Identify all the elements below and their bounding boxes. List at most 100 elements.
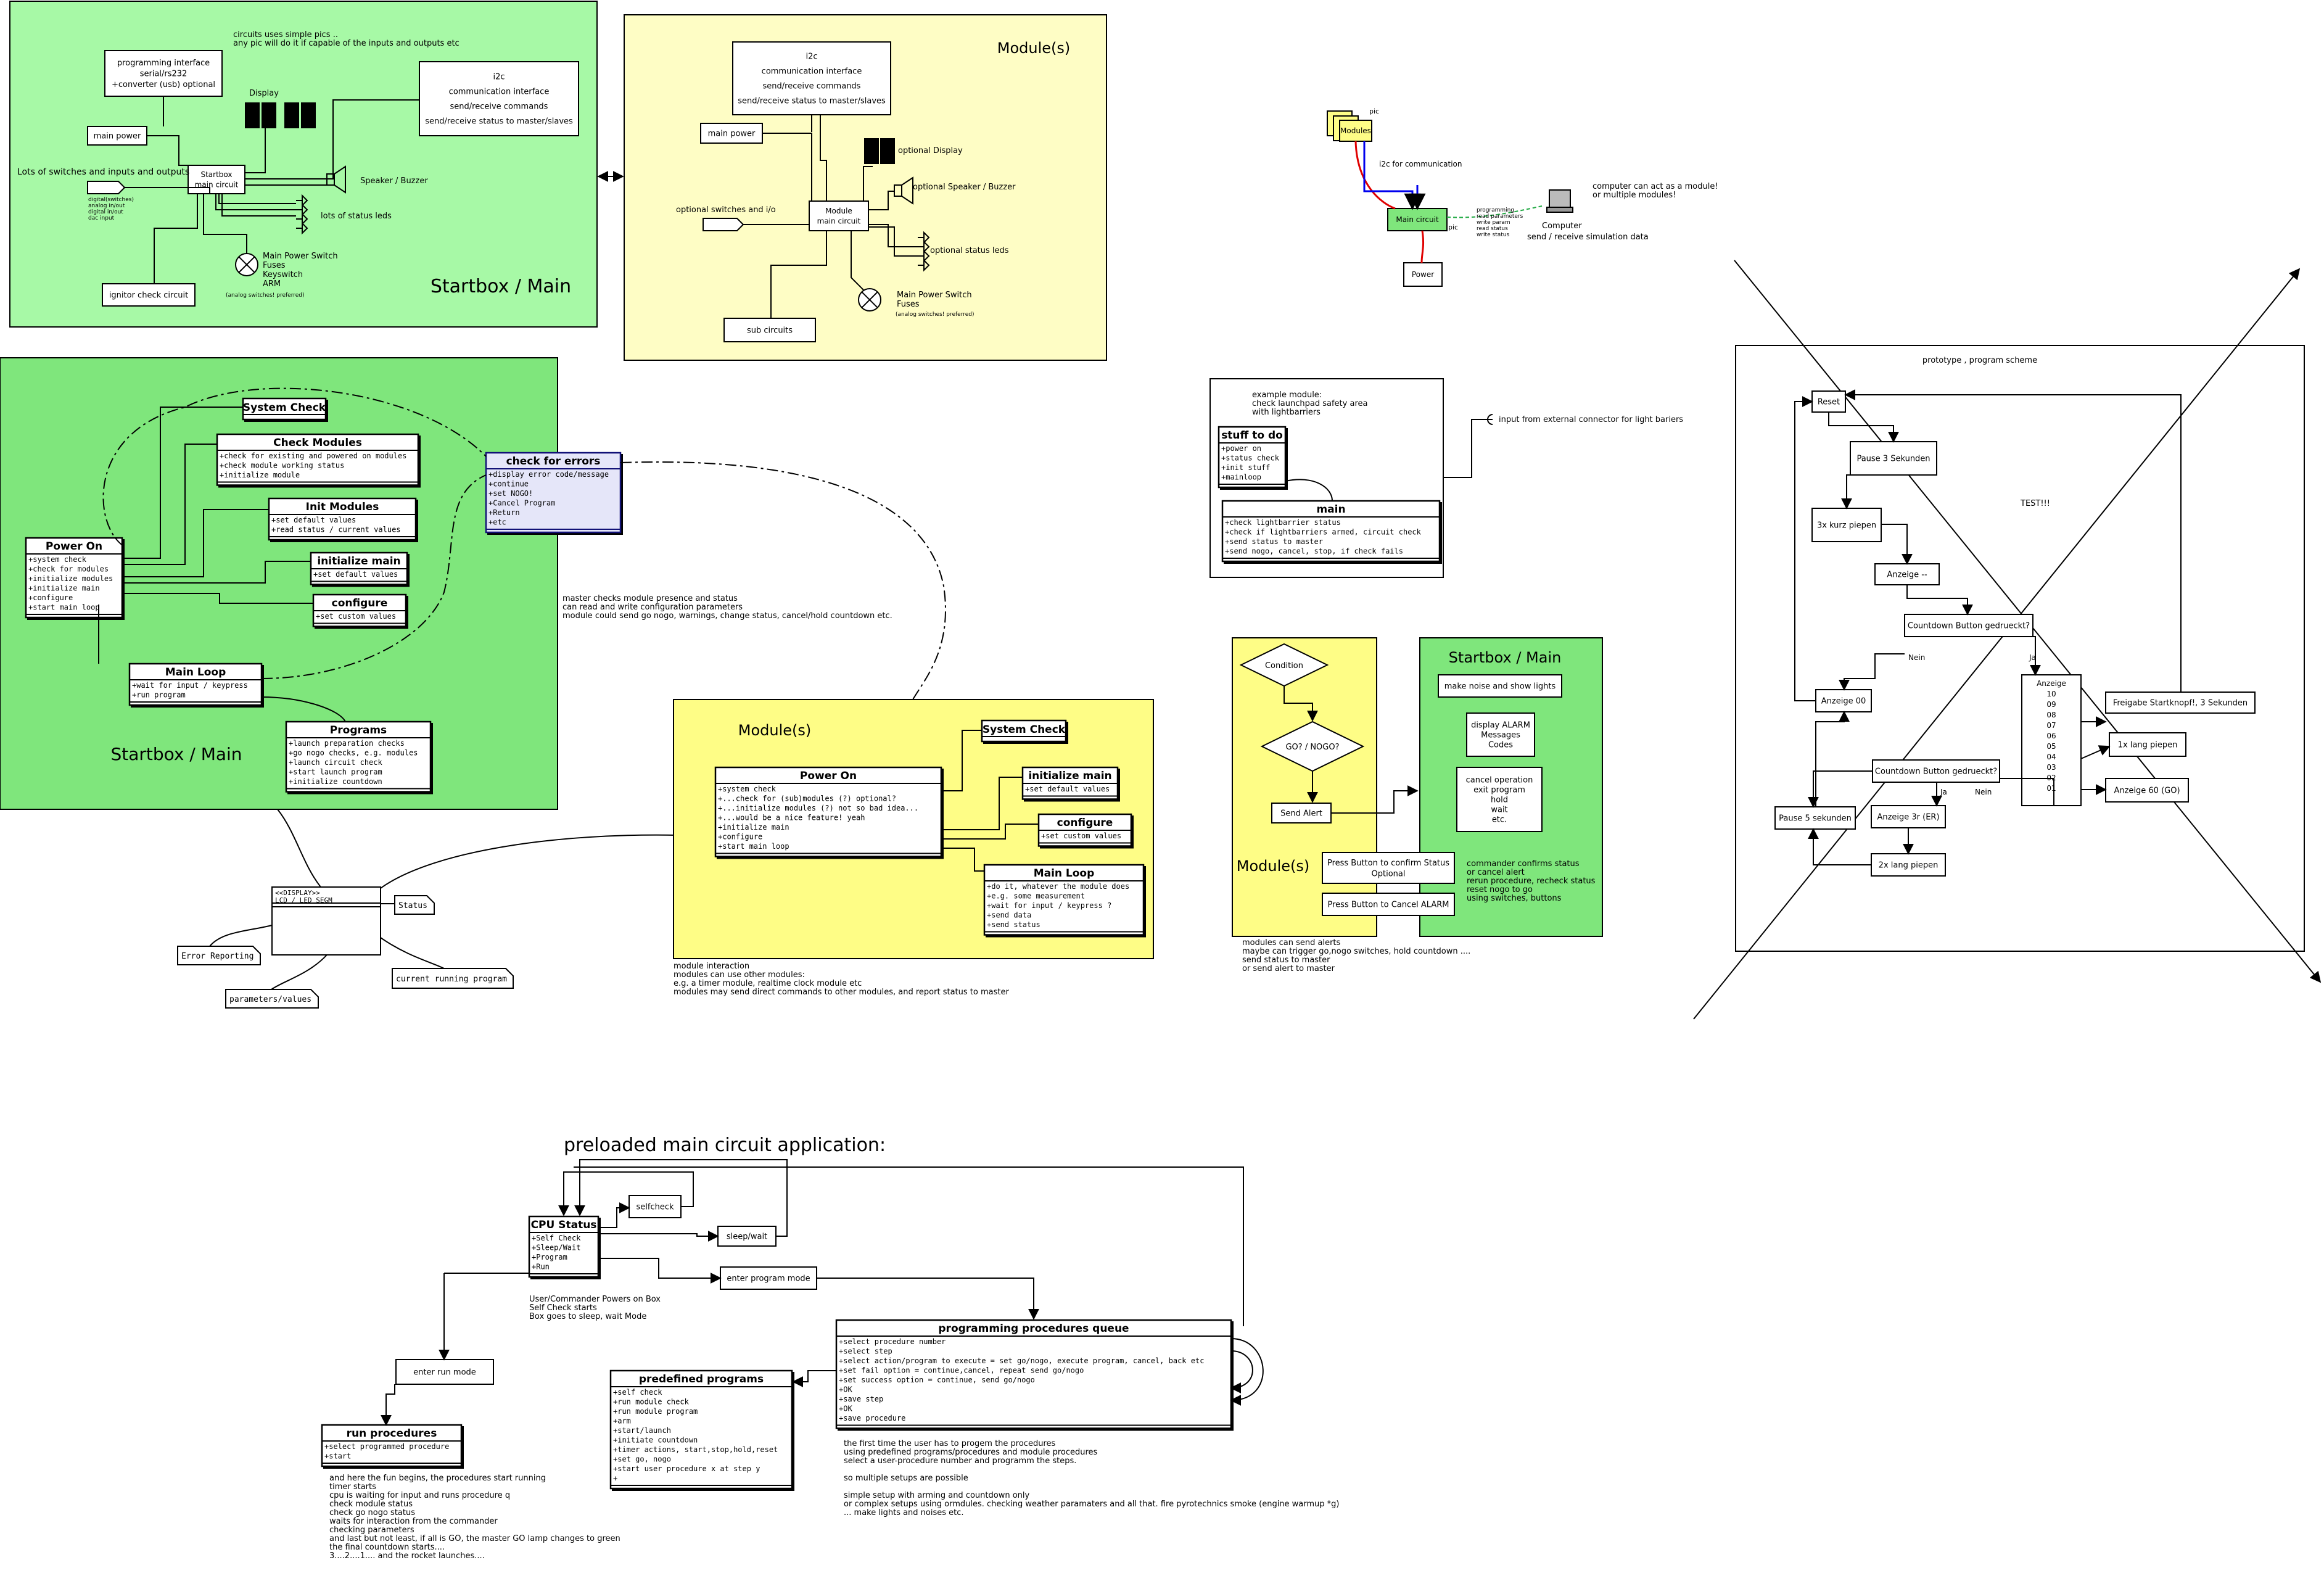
display-digit bbox=[284, 102, 299, 128]
kurz-box-text: 3x kurz piepen bbox=[1817, 521, 1876, 530]
label: read parameters bbox=[1477, 213, 1523, 220]
conn bbox=[820, 115, 827, 201]
module-configure-class-item: +set custom values bbox=[1041, 832, 1121, 840]
predefined-class-item: + bbox=[613, 1474, 617, 1483]
module-uml-title: Module(s) bbox=[738, 722, 812, 739]
ignitor-box bbox=[102, 283, 196, 307]
power-on-class-item: +initialize main bbox=[28, 584, 100, 593]
label: or cancel alert bbox=[1467, 868, 1525, 877]
power-switch-lamp-cross bbox=[238, 256, 255, 273]
conn bbox=[1284, 686, 1318, 722]
conn bbox=[147, 135, 188, 166]
main-loop-class-title: Main Loop bbox=[165, 666, 226, 679]
label: optional Speaker / Buzzer bbox=[913, 183, 1016, 192]
label: 01 bbox=[2046, 784, 2056, 793]
module-power-on-class-item: +start main loop bbox=[718, 842, 789, 851]
queue-class-item: +select step bbox=[839, 1347, 892, 1356]
programs-class-item: +start launch program bbox=[289, 768, 382, 777]
label: and last but not least, if all is GO, th… bbox=[329, 1534, 620, 1543]
self-loop bbox=[1230, 1338, 1264, 1406]
startbox-uml-title: Startbox / Main bbox=[110, 744, 242, 764]
send-alert-box-text: Send Alert bbox=[1280, 809, 1322, 819]
speaker-icon bbox=[326, 165, 346, 194]
programming-interface-box-text: +converter (usb) optional bbox=[112, 80, 215, 89]
label: write status bbox=[1477, 232, 1509, 238]
label: e.g. a timer module, realtime clock modu… bbox=[674, 979, 862, 988]
label: 07 bbox=[2046, 721, 2056, 730]
programs-class-item: +go nogo checks, e.g. modules bbox=[289, 749, 418, 757]
cancel-op-box bbox=[1456, 767, 1543, 832]
conn bbox=[941, 777, 1023, 830]
module-main-loop-class-item: +send data bbox=[987, 911, 1031, 920]
anzeige-er-box-text: Anzeige 3r (ER) bbox=[1877, 813, 1939, 822]
module-switch-shape bbox=[703, 218, 744, 231]
label: Keyswitch bbox=[263, 270, 303, 279]
label: Condition bbox=[1265, 661, 1303, 671]
label: using switches, buttons bbox=[1467, 894, 1562, 903]
module-i2c-box bbox=[732, 41, 891, 115]
status-note bbox=[394, 895, 435, 915]
led-icon bbox=[296, 221, 308, 235]
label: optional switches and i/o bbox=[676, 205, 776, 215]
pause5-box-text: Pause 5 sekunden bbox=[1779, 814, 1852, 824]
init-modules-class-item: +read status / current values bbox=[271, 526, 401, 534]
programming-interface-box bbox=[104, 50, 223, 97]
conn bbox=[218, 194, 296, 204]
system-check-class bbox=[242, 397, 327, 421]
power-on-class bbox=[25, 537, 123, 619]
conn bbox=[261, 696, 346, 722]
label: User/Commander Powers on Box bbox=[529, 1295, 661, 1304]
label: 05 bbox=[2046, 742, 2056, 751]
selfcheck-box-text: selfcheck bbox=[636, 1203, 674, 1212]
anzeige60-box-text: Anzeige 60 (GO) bbox=[2114, 786, 2180, 796]
conn bbox=[1841, 474, 1852, 510]
module-circuit-box-text: Module bbox=[825, 207, 852, 215]
configure-class-item: +set custom values bbox=[316, 612, 396, 621]
confirm-button-box bbox=[1322, 852, 1455, 884]
programs-class-item: +initialize countdown bbox=[289, 777, 382, 786]
power-on-class-item: +check for modules bbox=[28, 565, 109, 574]
conn bbox=[245, 99, 419, 180]
module-main-loop-class-title: Main Loop bbox=[1034, 867, 1095, 880]
gonogo-diamond bbox=[1260, 720, 1365, 772]
display-digit bbox=[262, 102, 276, 128]
module-power-lamp-cross bbox=[861, 291, 878, 308]
label: check launchpad safety area bbox=[1252, 399, 1367, 408]
label: Nein bbox=[1908, 653, 1925, 662]
predefined-class bbox=[609, 1369, 793, 1490]
label: 08 bbox=[2046, 711, 2056, 719]
modules-box bbox=[1339, 120, 1372, 142]
label: any pic will do it if capable of the inp… bbox=[233, 39, 459, 48]
display-digit-digit: 8 bbox=[285, 104, 299, 129]
display-title: LCD / LED SEGM bbox=[275, 896, 332, 904]
example-main-class-item: +send nogo, cancel, stop, if check fails bbox=[1225, 547, 1403, 556]
module-power-on-class-item: +initialize main bbox=[718, 823, 789, 832]
module-main-loop-class-item: +do it, whatever the module does bbox=[987, 882, 1129, 891]
label: Main Power Switch bbox=[897, 291, 972, 300]
label: or complex setups using ormdules. checki… bbox=[844, 1500, 1340, 1509]
i2c-interface-box-text: i2c bbox=[493, 73, 505, 82]
display-alarm-box-text: display ALARM bbox=[1471, 721, 1530, 730]
system-check-class-title: System Check bbox=[243, 402, 326, 414]
running-note-text: current running program bbox=[396, 975, 507, 984]
conn bbox=[762, 133, 812, 201]
init-modules-class-title: Init Modules bbox=[306, 501, 379, 513]
example-main-class bbox=[1221, 500, 1441, 563]
enter-prog-box-text: enter program mode bbox=[727, 1274, 810, 1284]
conn bbox=[122, 444, 217, 565]
red-wire bbox=[1420, 230, 1425, 263]
conn bbox=[1815, 711, 1850, 807]
label: modules can use other modules: bbox=[674, 970, 805, 980]
display-alarm-box-text: Messages bbox=[1481, 731, 1520, 740]
programs-class-item: +launch circuit check bbox=[289, 758, 382, 767]
main-loop-class-item: +run program bbox=[132, 691, 186, 700]
check-errors-class-item: +etc bbox=[488, 518, 506, 527]
queue-class bbox=[835, 1319, 1232, 1429]
module-power-on-class-item: +configure bbox=[718, 833, 762, 841]
error-note bbox=[177, 946, 261, 965]
conn bbox=[558, 1171, 694, 1216]
predefined-class-item: +timer actions, start,stop,hold,reset bbox=[613, 1445, 778, 1454]
label: Lots of switches and inputs and outputs bbox=[17, 167, 189, 177]
label: ARM bbox=[263, 279, 281, 289]
label: i2c for communication bbox=[1379, 160, 1462, 168]
